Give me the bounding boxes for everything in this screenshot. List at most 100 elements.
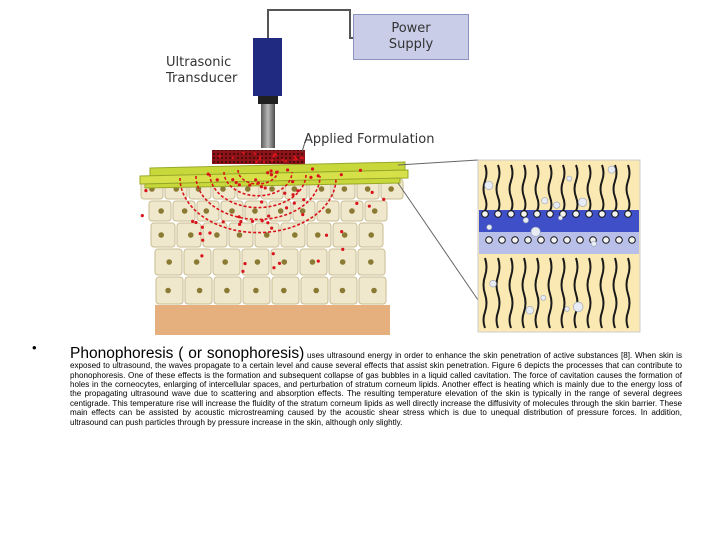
- drug-particle: [269, 173, 273, 177]
- drug-particle: [140, 214, 144, 218]
- drug-particle: [262, 160, 266, 164]
- cell-nucleus: [368, 232, 375, 238]
- ultrasound-wave-arc: [223, 171, 293, 197]
- permeant-molecule: [540, 295, 547, 301]
- cell-nucleus: [196, 287, 203, 294]
- drug-particle: [242, 151, 245, 155]
- drug-particle: [284, 206, 289, 210]
- lipid-head: [524, 236, 532, 244]
- drug-particle: [271, 252, 275, 256]
- lipid-chain: [508, 257, 514, 329]
- drug-particle: [316, 174, 320, 178]
- drug-particle: [237, 183, 241, 187]
- cell-nucleus: [214, 232, 220, 238]
- drug-particle: [208, 231, 212, 235]
- cell-nucleus: [158, 208, 164, 214]
- drug-particle: [295, 157, 298, 161]
- lipid-head: [598, 210, 606, 218]
- cell-nucleus: [388, 186, 394, 192]
- drug-particle: [201, 238, 205, 242]
- drug-particle: [302, 198, 306, 202]
- lipid-head: [485, 236, 493, 244]
- cell-nucleus: [254, 259, 261, 265]
- lipid-chain: [599, 164, 605, 212]
- lipid-chain: [508, 164, 514, 212]
- paragraph-heading: Phonophoresis ( or sonophoresis): [70, 345, 305, 363]
- cell-nucleus: [263, 232, 270, 238]
- permeant-molecule: [541, 197, 549, 205]
- transducer-rod: [261, 104, 275, 148]
- cell-nucleus: [313, 287, 320, 294]
- power-supply-label: Power Supply: [388, 21, 434, 52]
- lipid-head: [611, 210, 619, 218]
- drug-particle: [255, 160, 259, 164]
- drug-particle: [293, 155, 297, 159]
- transducer-body: [253, 38, 282, 96]
- lipid-head: [576, 236, 584, 244]
- lipid-head: [585, 210, 593, 218]
- drug-particle: [250, 219, 255, 223]
- drug-particle: [266, 221, 270, 225]
- drug-particle: [370, 190, 374, 194]
- lipid-head: [563, 236, 571, 244]
- cell-nucleus: [166, 259, 172, 265]
- drug-particle: [239, 219, 243, 224]
- drug-particle: [258, 158, 262, 161]
- paragraph-body: uses ultrasound energy in order to enhan…: [70, 351, 682, 427]
- drug-particle: [270, 226, 274, 230]
- drug-particle: [296, 189, 300, 193]
- lipid-chain: [573, 164, 579, 212]
- cell-nucleus: [371, 208, 378, 214]
- drug-particle: [218, 155, 221, 158]
- drug-particle: [241, 269, 245, 273]
- lipid-chains: [479, 164, 639, 329]
- drug-particle: [256, 181, 260, 185]
- power-cable: [267, 9, 353, 39]
- drug-particle: [340, 230, 344, 234]
- drug-particle: [191, 219, 195, 224]
- drug-particle: [286, 168, 290, 172]
- cell-nucleus: [339, 287, 346, 294]
- tissue-base-layer: [155, 305, 390, 335]
- drug-particle: [301, 212, 305, 217]
- cell-nucleus: [244, 186, 251, 192]
- cell-nucleus: [229, 208, 235, 214]
- lipid-head: [494, 210, 502, 218]
- permeant-molecule: [566, 175, 573, 182]
- phonophoresis-figure: Ultrasonic Transducer Power Supply Appli…: [139, 9, 641, 335]
- ultrasound-wave-arc: [179, 177, 337, 234]
- cell-nucleus: [364, 186, 371, 192]
- cell-nucleus: [193, 259, 200, 265]
- drug-particle: [382, 197, 386, 201]
- drug-particle: [274, 153, 278, 156]
- zoom-line-top: [397, 159, 479, 166]
- lipid-chain: [521, 257, 527, 329]
- lipid-chain: [625, 164, 631, 212]
- lipid-chain: [560, 164, 566, 212]
- permeant-molecule: [553, 201, 561, 209]
- cell-nucleus: [181, 208, 188, 214]
- drug-particle: [234, 180, 238, 185]
- lipid-chain: [482, 164, 488, 212]
- drug-particle: [283, 191, 287, 195]
- lipid-chain: [599, 257, 605, 329]
- cell-nucleus: [339, 259, 346, 265]
- permeant-molecule: [578, 197, 588, 207]
- cell-nucleus: [165, 287, 171, 294]
- drug-particle: [339, 173, 343, 177]
- drug-particle: [200, 225, 204, 229]
- drug-particle: [292, 201, 296, 205]
- cell-nucleus: [203, 208, 210, 214]
- lipid-head: [520, 210, 528, 218]
- permeant-molecule: [590, 240, 597, 247]
- drug-particle: [198, 231, 202, 236]
- drug-particle: [284, 159, 288, 163]
- drug-particle: [144, 189, 148, 193]
- cell-nucleus: [236, 232, 243, 238]
- drug-particle: [277, 261, 282, 265]
- drug-particle: [243, 262, 247, 266]
- permeant-molecule: [486, 224, 493, 231]
- drug-particle: [231, 156, 235, 160]
- applied-formulation-label: Applied Formulation: [304, 132, 435, 147]
- skin-cells: [140, 178, 404, 305]
